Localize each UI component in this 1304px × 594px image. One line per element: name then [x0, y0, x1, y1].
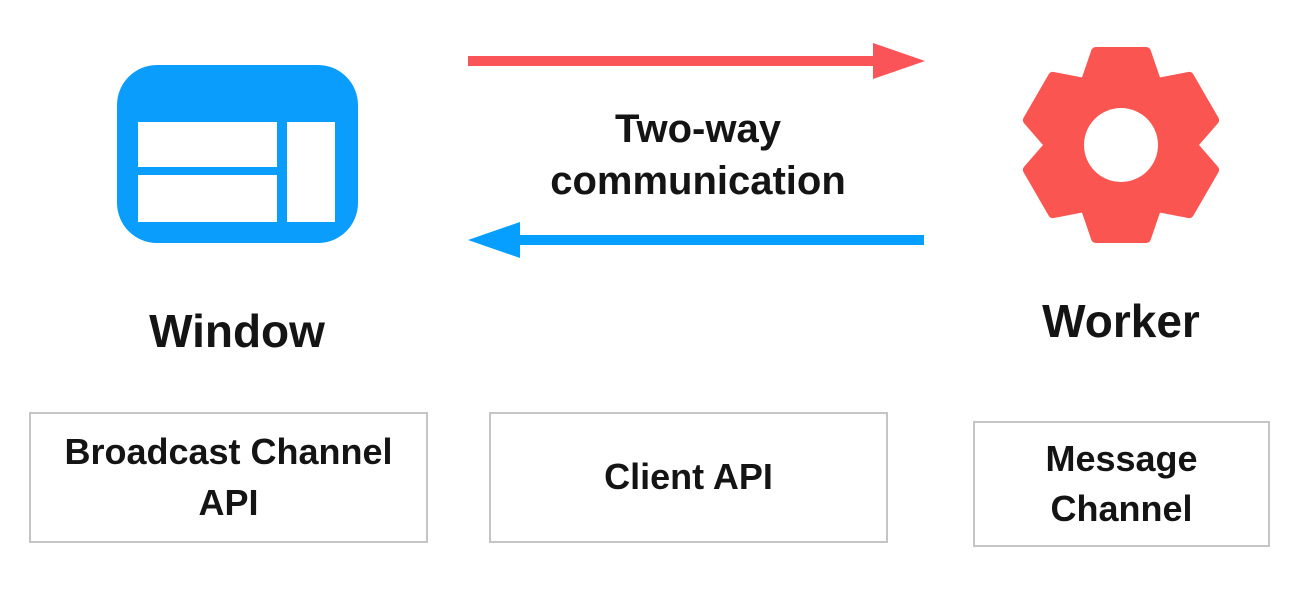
client-api-box: Client API — [489, 412, 888, 543]
backward-arrow-icon — [468, 222, 924, 258]
client-api-label: Client API — [604, 456, 773, 498]
gear-icon — [1022, 47, 1220, 243]
message-channel-box: Message Channel — [973, 421, 1270, 547]
window-node-label: Window — [149, 305, 325, 357]
broadcast-channel-api-label: Broadcast Channel API — [64, 431, 393, 523]
forward-arrow-icon — [468, 43, 925, 79]
worker-node-label: Worker — [1042, 295, 1200, 347]
message-channel-label: Message Channel — [1045, 437, 1198, 529]
browser-window-icon — [117, 65, 358, 243]
connection-label: Two-way communication — [550, 107, 846, 203]
broadcast-channel-api-box: Broadcast Channel API — [29, 412, 428, 543]
